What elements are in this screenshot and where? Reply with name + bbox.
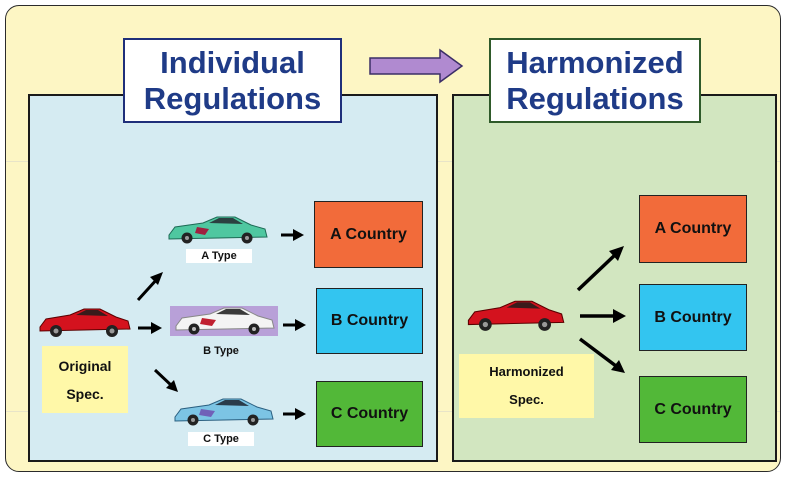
a-type-label: A Type [186,249,252,263]
spec-line: Harmonized [489,364,564,379]
arrow-to-c-country-icon [283,408,306,420]
title-line: Regulations [506,80,684,116]
arrow-to-b-country-icon [283,319,306,331]
individual-regulations-title: Individual Regulations [123,38,342,123]
original-spec-box: Original Spec. [42,346,128,413]
left-c-country-box: C Country [316,381,423,447]
right-a-country-box: A Country [639,195,747,263]
arrow-to-a-country-icon [281,229,304,241]
spec-line: Spec. [509,392,544,407]
transition-arrow-icon [369,48,464,84]
title-line: Harmonized [506,44,684,80]
arrow-to-a-type-icon [136,272,163,302]
left-b-country-box: B Country [316,288,423,354]
original-red-car-icon [39,308,131,337]
harmonized-regulations-title: Harmonized Regulations [489,38,701,123]
arrow-to-harmonized-b-icon [580,309,626,323]
harmonized-red-car-icon [467,300,565,331]
b-type-label: B Type [203,345,239,357]
arrow-to-harmonized-c-icon [578,337,625,373]
arrow-to-harmonized-a-icon [576,246,624,292]
harmonized-spec-box: Harmonized Spec. [459,354,594,418]
right-b-country-box: B Country [639,284,747,351]
b-type-white-car-icon [175,307,275,335]
spec-line: Spec. [66,385,104,402]
title-line: Regulations [143,80,322,116]
a-type-green-car-icon [168,216,268,244]
c-type-blue-car-icon [174,398,274,426]
spec-line: Original [58,357,112,374]
left-a-country-box: A Country [314,201,423,268]
right-c-country-box: C Country [639,376,747,443]
arrow-to-c-type-icon [153,368,178,392]
c-type-label: C Type [188,432,254,446]
title-line: Individual [160,44,305,80]
arrow-to-b-type-icon [138,322,162,334]
